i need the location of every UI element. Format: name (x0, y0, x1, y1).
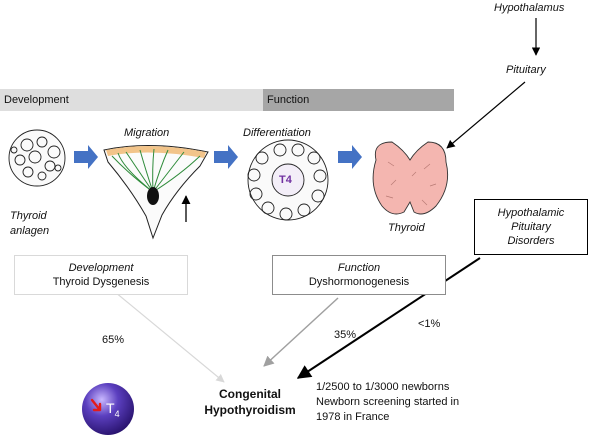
migration-illustration (103, 144, 209, 240)
migration-label: Migration (124, 127, 170, 139)
dyshormonogenesis-box-subtitle: Dyshormonogenesis (308, 276, 410, 288)
thyroid-dysgenesis-box: Development Thyroid Dysgenesis (14, 255, 188, 295)
ch-title-line1: Congenital (219, 387, 281, 401)
step-arrow-2 (214, 145, 238, 169)
differentiation-label: Differentiation (243, 127, 311, 139)
hpd-box-line2: Pituitary (511, 221, 551, 233)
screening-note-line1: Newborn screening started in (316, 396, 460, 408)
ch-title-line2: Hypothyroidism (204, 403, 296, 417)
t4-sphere-symbol: T (106, 400, 115, 416)
pituitary-to-thyroid-arrow (446, 81, 526, 149)
differentiation-follicle-illustration (247, 139, 329, 221)
dysgenesis-box-subtitle: Thyroid Dysgenesis (52, 276, 150, 288)
thyroid-anlagen-illustration (8, 129, 66, 187)
hpd-box-line3: Disorders (507, 235, 555, 247)
hypothalamus-label: Hypothalamus (494, 2, 565, 14)
thyroid-label: Thyroid (388, 222, 425, 234)
hpd-percentage: <1% (418, 318, 441, 330)
step-arrow-3 (338, 145, 362, 169)
t4-sphere-icon (82, 383, 134, 435)
t4-sphere-subscript: 4 (114, 408, 120, 419)
t4-label: T4 (279, 174, 292, 186)
hypothalamic-pituitary-disorders-box: Hypothalamic Pituitary Disorders (474, 199, 588, 255)
thyroid-gland-illustration (372, 141, 449, 215)
pituitary-label: Pituitary (506, 64, 546, 76)
step-arrow-1 (74, 145, 98, 169)
dyshormonogenesis-percentage: 35% (334, 329, 357, 341)
dysgenesis-box-title: Development (68, 262, 134, 274)
hpd-box-line1: Hypothalamic (497, 207, 565, 219)
anlagen-label-line2: anlagen (10, 225, 50, 237)
dyshormonogenesis-to-ch-arrow (263, 297, 339, 367)
development-band: Development (0, 89, 263, 111)
dyshormonogenesis-box-title: Function (337, 262, 381, 274)
t4-sphere-label: T4 (106, 400, 120, 422)
dysgenesis-to-ch-arrow (114, 291, 225, 383)
screening-note-line2: 1978 in France (316, 411, 390, 423)
function-band: Function (263, 89, 454, 111)
dyshormonogenesis-box: Function Dyshormonogenesis (272, 255, 446, 295)
incidence-note: 1/2500 to 1/3000 newborns (316, 381, 450, 393)
anlagen-label-line1: Thyroid (10, 210, 47, 222)
hpd-to-ch-arrow (296, 257, 481, 379)
dysgenesis-percentage: 65% (102, 334, 125, 346)
